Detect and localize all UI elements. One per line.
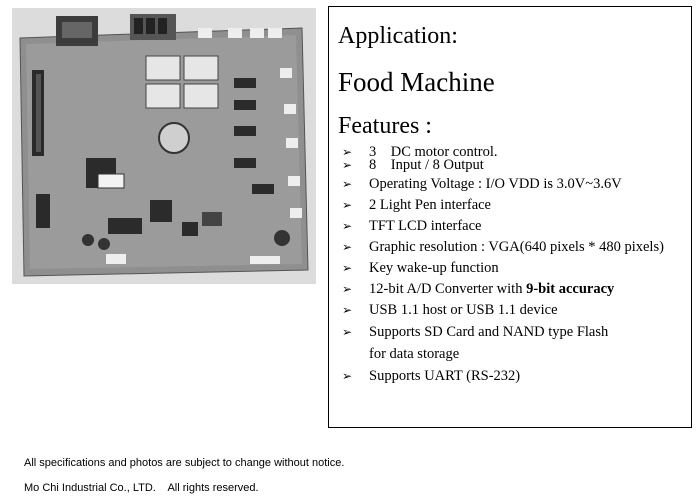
circuit-board-photo <box>12 8 316 284</box>
feature-text: Key wake-up function <box>369 260 499 276</box>
feature-text: 8 Input / 8 Output <box>369 157 484 173</box>
feature-item: ➢ Operating Voltage : I/O VDD is 3.0V~3.6… <box>339 174 664 195</box>
feature-item: ➢ Key wake-up function <box>339 258 664 279</box>
arrow-bullet-icon: ➢ <box>341 261 353 275</box>
arrow-bullet-icon: ➢ <box>341 219 353 233</box>
feature-item: ➢ 2 Light Pen interface <box>339 195 664 216</box>
application-name: Food Machine <box>338 67 495 97</box>
feature-text: 12-bit A/D Converter with <box>369 281 527 297</box>
arrow-bullet-icon: ➢ <box>341 303 353 317</box>
feature-item: ➢ Graphic resolution : VGA(640 pixels * 4… <box>339 237 664 258</box>
feature-item: ➢ 12-bit A/D Converter with 9-bit accurac… <box>339 279 664 300</box>
arrow-bullet-icon: ➢ <box>341 158 353 172</box>
copyright-text: Mo Chi Industrial Co., LTD. All rights r… <box>24 482 259 494</box>
arrow-bullet-icon: ➢ <box>341 145 353 159</box>
features-heading: Features : <box>338 113 432 139</box>
feature-text: Supports UART (RS-232) <box>369 368 521 384</box>
feature-text: 3 DC motor control. <box>369 144 498 160</box>
feature-item: ➢ Supports UART (RS-232) <box>339 365 664 387</box>
arrow-bullet-icon: ➢ <box>341 282 353 296</box>
feature-text-bold: 9-bit accuracy <box>526 281 615 297</box>
arrow-bullet-icon: ➢ <box>341 369 353 383</box>
arrow-bullet-icon: ➢ <box>341 198 353 212</box>
feature-item: ➢ 3 DC motor control. <box>339 144 664 160</box>
feature-text: Graphic resolution : VGA(640 pixels * 48… <box>369 239 664 255</box>
feature-text: 2 Light Pen interface <box>369 197 491 213</box>
features-list: ➢3 DC motor control.➢8 Input / 8 Output➢… <box>339 144 664 387</box>
feature-item: ➢ TFT LCD interface <box>339 216 664 237</box>
spec-panel: Application: Food Machine Features : ➢ 3 … <box>328 6 692 428</box>
application-heading: Application: <box>338 23 458 49</box>
arrow-bullet-icon: ➢ <box>341 325 353 339</box>
feature-item: ➢ Supports SD Card and NAND type Flash for… <box>339 321 664 365</box>
disclaimer-text: All specifications and photos are subjec… <box>24 457 345 469</box>
circuit-board-illustration <box>12 8 316 284</box>
feature-item: ➢ 8 Input / 8 Output <box>339 157 664 173</box>
arrow-bullet-icon: ➢ <box>341 240 353 254</box>
feature-item: ➢ USB 1.1 host or USB 1.1 device <box>339 300 664 321</box>
feature-text: TFT LCD interface <box>369 218 482 234</box>
arrow-bullet-icon: ➢ <box>341 177 353 191</box>
feature-text: USB 1.1 host or USB 1.1 device <box>369 302 558 318</box>
feature-text-continued: for data storage <box>369 346 460 362</box>
feature-text: Supports SD Card and NAND type Flash <box>369 324 609 340</box>
feature-text: Operating Voltage : I/O VDD is 3.0V~3.6V <box>369 176 622 192</box>
